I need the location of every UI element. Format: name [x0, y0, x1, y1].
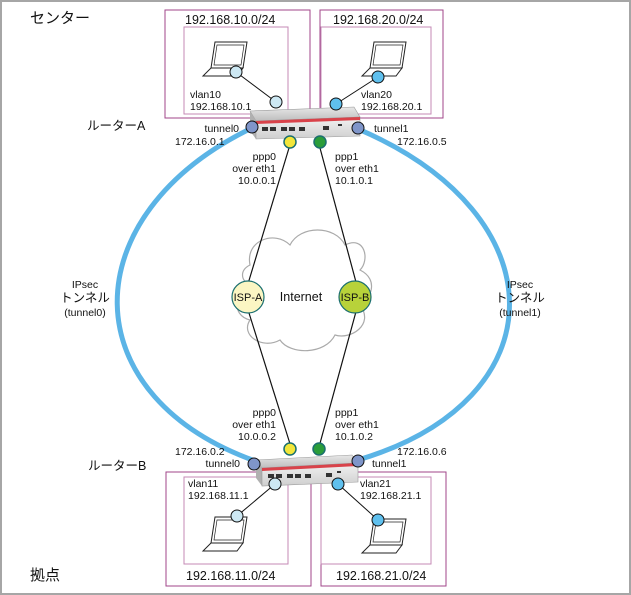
- ppp0-link-a: [243, 147, 290, 298]
- tunnel0-caption-line3: (tunnel0): [64, 307, 105, 319]
- tunnel1-caption-line2: トンネル: [495, 291, 545, 305]
- router-a-ppp0-ip: 10.0.0.1: [238, 175, 276, 187]
- vlan20-ip: 192.168.20.1: [361, 101, 422, 113]
- host21-port-icon: [371, 513, 385, 527]
- host10-port-icon: [229, 65, 243, 79]
- isp-b-node: ISP-B: [338, 280, 372, 314]
- vlan21-ip: 192.168.21.1: [360, 490, 421, 502]
- router-a-tunnel0-port-icon: [245, 120, 259, 134]
- router-b-tunnel1-port-icon: [351, 454, 365, 468]
- router-a-tunnel1-port-icon: [351, 121, 365, 135]
- vlan11-port-icon: [268, 477, 282, 491]
- isp-a-label: ISP-A: [234, 292, 263, 304]
- router-b-tunnel1-label: tunnel1: [372, 458, 407, 470]
- vlan21-network: vlan21 192.168.21.1 192.168.21.0/24: [320, 471, 447, 587]
- router-b-tunnel1-ip: 172.16.0.6: [397, 446, 447, 458]
- ppp1-link-b: [318, 296, 361, 448]
- tunnel0-caption: IPsec トンネル (tunnel0): [60, 279, 110, 319]
- vlan10-link: [235, 71, 277, 103]
- tunnel1-caption-line3: (tunnel1): [499, 307, 540, 319]
- tunnel1-caption: IPsec トンネル (tunnel1): [495, 279, 545, 319]
- router-a-ppp0-label: ppp0: [253, 151, 277, 163]
- ipsec-tunnel1-arc: [357, 126, 512, 463]
- ppp0-link-b: [243, 296, 292, 448]
- router-b-ppp0-port-icon: [283, 442, 297, 456]
- vlan20-name: vlan20: [361, 89, 392, 101]
- vlan20-subnet: 192.168.20.0/24: [333, 13, 423, 27]
- tunnel0-caption-line2: トンネル: [60, 291, 110, 305]
- vlan11-subnet: 192.168.11.0/24: [186, 569, 275, 583]
- router-a-ppp1-port-icon: [313, 135, 327, 149]
- host11-port-icon: [230, 509, 244, 523]
- vlan10-ip: 192.168.10.1: [190, 101, 251, 113]
- laptop-icon: [201, 516, 248, 552]
- vlan10-port-icon: [269, 95, 283, 109]
- router-b-ppp0-ip: 10.0.0.2: [238, 431, 276, 443]
- router-a-tunnel1-ip: 172.16.0.5: [397, 136, 447, 148]
- vlan10-name: vlan10: [190, 89, 221, 101]
- router-b-ppp0-label: ppp0: [253, 407, 277, 419]
- vlan21-port-icon: [331, 477, 345, 491]
- router-a-ppp1-ip: 10.1.0.1: [335, 175, 373, 187]
- vlan10-subnet: 192.168.10.0/24: [185, 13, 275, 27]
- router-a-ppp0-over: over eth1: [232, 163, 276, 175]
- vlan21-link: [337, 483, 379, 521]
- router-b-tunnel0-ip: 172.16.0.2: [175, 446, 225, 458]
- tunnel1-caption-line1: IPsec: [507, 279, 533, 291]
- vlan20-port-icon: [329, 97, 343, 111]
- site-title-branch: 拠点: [30, 567, 60, 584]
- ipsec-tunnel0-arc: [114, 124, 265, 467]
- vlan11-ip: 192.168.11.1: [188, 490, 249, 502]
- vlan20-network: 192.168.20.0/24 vlan20 192.168.20.1: [319, 9, 444, 119]
- vlan20-link: [335, 76, 379, 105]
- router-b-ppp1-port-icon: [312, 442, 326, 456]
- router-b-ppp1-ip: 10.1.0.2: [335, 431, 373, 443]
- router-b-tunnel0-port-icon: [247, 457, 261, 471]
- router-a-tunnel1-label: tunnel1: [374, 123, 409, 135]
- vlan11-link: [236, 483, 276, 517]
- router-b-tunnel0-label: tunnel0: [206, 458, 241, 470]
- router-a-tunnel0-label: tunnel0: [205, 123, 240, 135]
- ppp1-link-a: [319, 147, 361, 298]
- vlan21-name: vlan21: [360, 478, 391, 490]
- isp-a-node: ISP-A: [231, 280, 265, 314]
- router-a-icon: [249, 106, 361, 140]
- vlan10-network: 192.168.10.0/24 vlan10 192.168.10.1: [164, 9, 311, 119]
- laptop-icon: [360, 518, 407, 554]
- router-b-ppp0-over: over eth1: [232, 419, 276, 431]
- vlan11-network: vlan11 192.168.11.1 192.168.11.0/24: [165, 471, 312, 587]
- router-a-ppp1-over: over eth1: [335, 163, 379, 175]
- tunnel0-caption-line1: IPsec: [72, 279, 98, 291]
- internet-label: Internet: [280, 290, 323, 304]
- router-b-ppp1-label: ppp1: [335, 407, 359, 419]
- router-a-tunnel0-ip: 172.16.0.1: [175, 136, 225, 148]
- isp-b-label: ISP-B: [341, 292, 370, 304]
- laptop-icon: [360, 41, 407, 77]
- vlan11-name: vlan11: [188, 478, 218, 490]
- site-title-center: センター: [30, 10, 90, 27]
- router-b-name: ルーターB: [88, 459, 146, 473]
- host20-port-icon: [371, 70, 385, 84]
- router-a-ppp0-port-icon: [283, 135, 297, 149]
- vlan21-subnet: 192.168.21.0/24: [336, 569, 426, 583]
- router-a-name: ルーターA: [87, 119, 146, 133]
- router-b-ppp1-over: over eth1: [335, 419, 379, 431]
- router-a-ppp1-label: ppp1: [335, 151, 359, 163]
